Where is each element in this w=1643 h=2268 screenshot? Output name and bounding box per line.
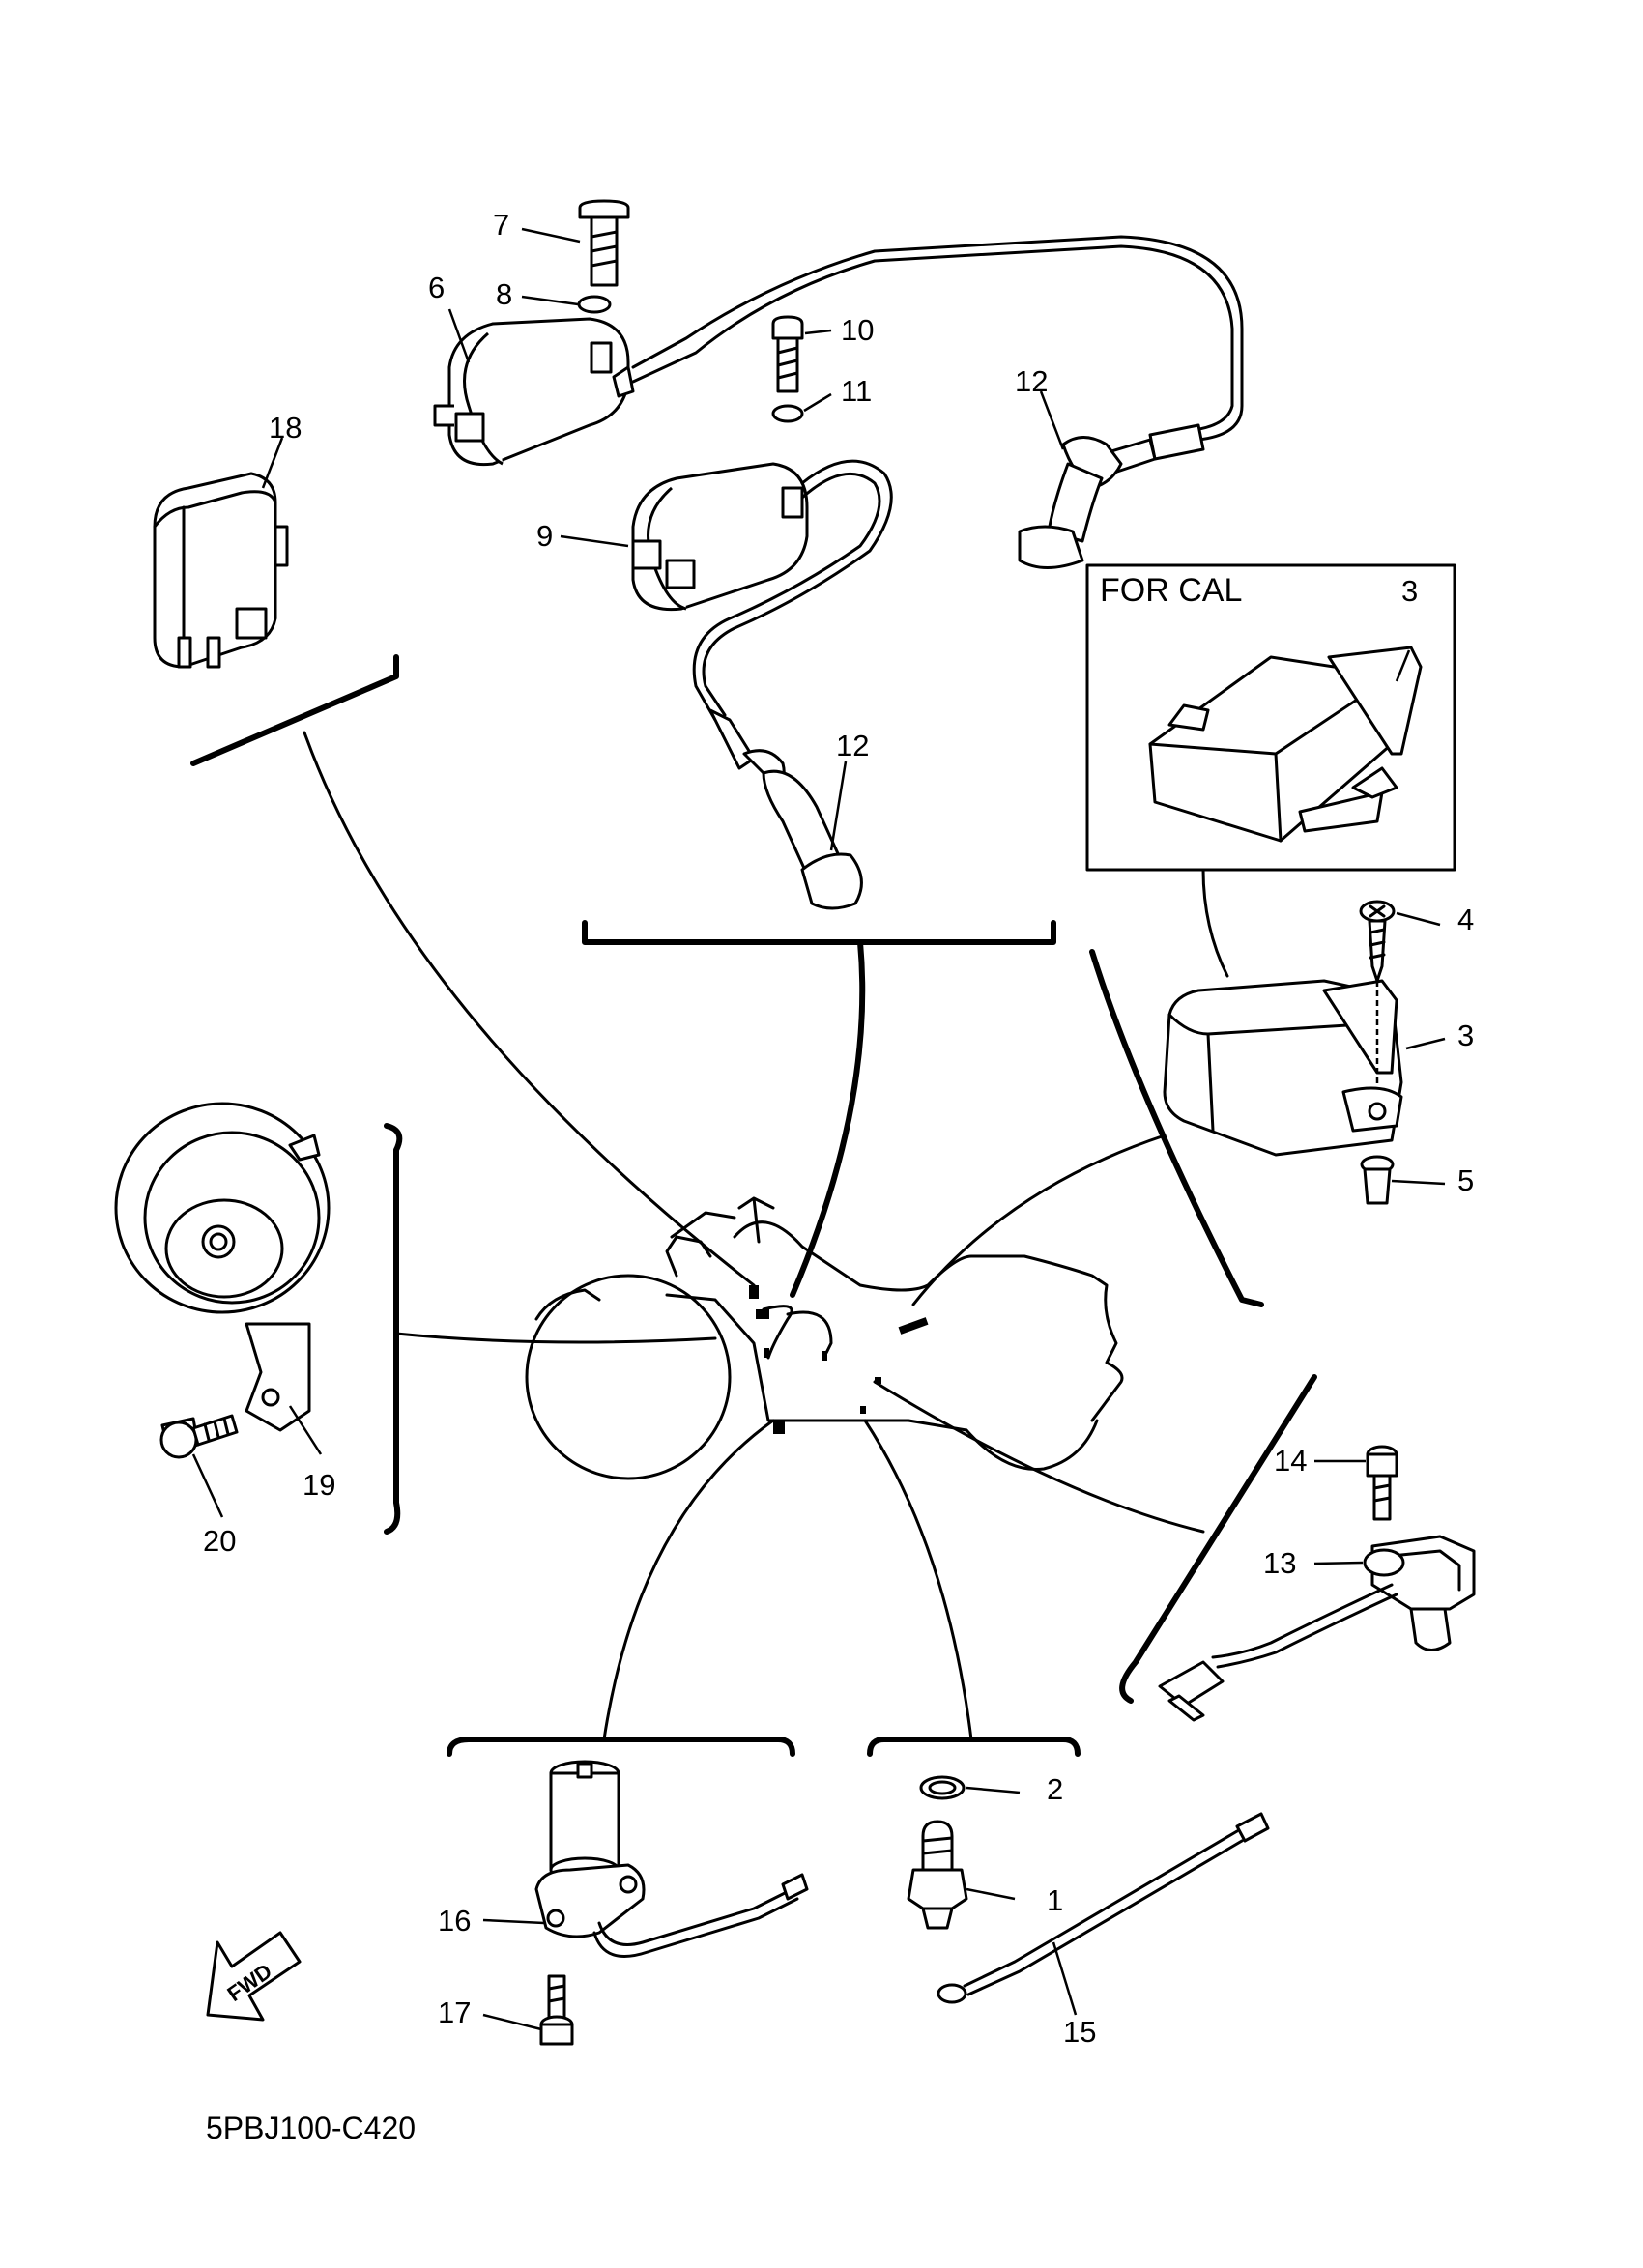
- callout-9: 9: [536, 519, 553, 553]
- callout-15: 15: [1063, 2015, 1096, 2049]
- inset-label: FOR CAL: [1100, 572, 1242, 609]
- group-bracket-lines: [190, 654, 1317, 1757]
- horn-19: [114, 1102, 331, 1432]
- neutral-switch-1: [907, 1820, 968, 1930]
- ignition-coil-6: [433, 235, 1244, 467]
- callout-5: 5: [1457, 1163, 1474, 1197]
- diagram-code: 5PBJ100-C420: [206, 2110, 416, 2145]
- leader-lines: [191, 227, 1446, 2031]
- callout-7: 7: [493, 208, 509, 242]
- inset-frame: [1085, 563, 1456, 872]
- rear-wheel: [965, 1419, 1099, 1471]
- callout-3: 3: [1457, 1019, 1474, 1052]
- callout-19: 19: [303, 1468, 335, 1502]
- washer-8: [577, 295, 612, 314]
- igniter-unit-3: [1163, 979, 1403, 1157]
- callout-13: 13: [1263, 1546, 1296, 1580]
- lead-wire-15: [937, 1812, 1270, 2004]
- callout-18: 18: [269, 411, 302, 445]
- sensor-13: [1158, 1535, 1476, 1722]
- grommet-5: [1360, 1155, 1395, 1205]
- speed-sensor-16: [534, 1760, 809, 1958]
- callout-20: 20: [203, 1524, 236, 1558]
- plug-cap-12-upper: [1018, 423, 1205, 569]
- connector-lines: [303, 731, 1205, 1741]
- bolt-10: [771, 315, 804, 393]
- callout-10: 10: [841, 313, 874, 347]
- washer-2: [919, 1775, 966, 1800]
- callout-16: 16: [438, 1904, 471, 1938]
- callout-labels: 1 2 3 3 4 5 6 7 8 9 10 11 12 12 13 14 15…: [203, 208, 1474, 2145]
- callout-4: 4: [1457, 903, 1474, 936]
- screw-4: [1359, 900, 1396, 1087]
- callout-11: 11: [841, 374, 872, 408]
- front-wheel: [525, 1274, 732, 1480]
- ignition-coil-9: [631, 459, 893, 722]
- bolt-7: [578, 199, 630, 287]
- fwd-arrow: FWD: [206, 1931, 302, 2022]
- bolt-17: [539, 1974, 574, 2046]
- callout-17: 17: [438, 1995, 471, 2029]
- callout-2: 2: [1047, 1772, 1063, 1806]
- bolt-20: [159, 1414, 239, 1459]
- callout-14: 14: [1274, 1444, 1307, 1478]
- igniter-unit-3-inset: [1148, 646, 1423, 843]
- for-cal-inset: [1085, 563, 1456, 978]
- plug-cap-12-lower: [708, 708, 863, 910]
- washer-11: [771, 404, 804, 423]
- callout-12-lower: 12: [836, 729, 869, 762]
- callout-8: 8: [496, 277, 512, 311]
- callout-3-inset: 3: [1401, 574, 1418, 608]
- relay-18: [153, 472, 289, 669]
- bolt-14: [1366, 1445, 1398, 1521]
- callout-12-upper: 12: [1015, 364, 1048, 398]
- callout-1: 1: [1047, 1883, 1063, 1917]
- motorcycle-silhouette: [525, 1196, 1124, 1480]
- callout-6: 6: [428, 271, 445, 304]
